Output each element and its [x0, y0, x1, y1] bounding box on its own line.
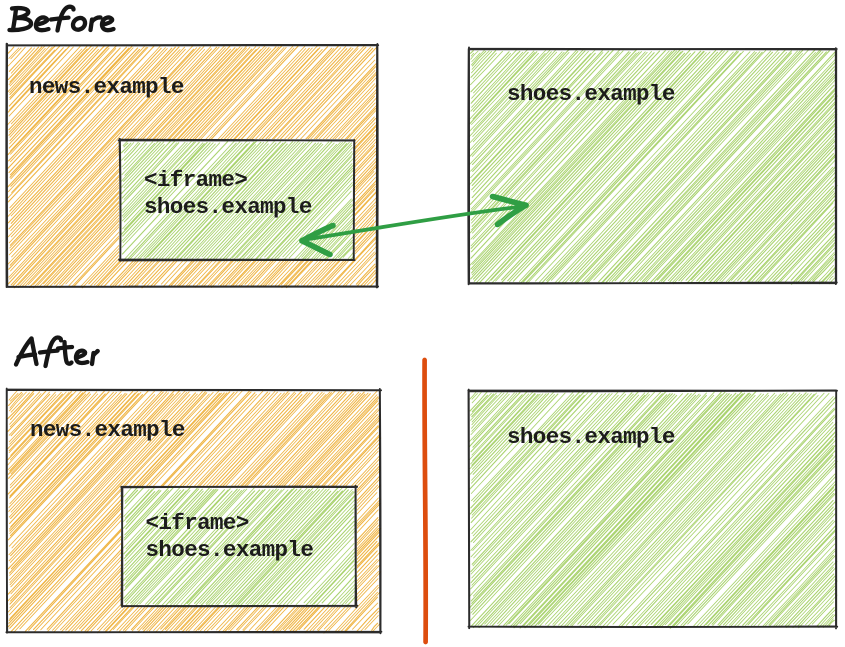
svg-text:news.example: news.example: [29, 74, 184, 100]
svg-text:<iframe>: <iframe>: [146, 510, 249, 536]
svg-text:shoes.example: shoes.example: [146, 537, 314, 563]
svg-text:shoes.example: shoes.example: [507, 424, 675, 450]
svg-text:shoes.example: shoes.example: [144, 194, 312, 220]
svg-text:news.example: news.example: [30, 417, 185, 443]
svg-text:<iframe>: <iframe>: [144, 167, 247, 193]
svg-text:shoes.example: shoes.example: [507, 81, 675, 107]
